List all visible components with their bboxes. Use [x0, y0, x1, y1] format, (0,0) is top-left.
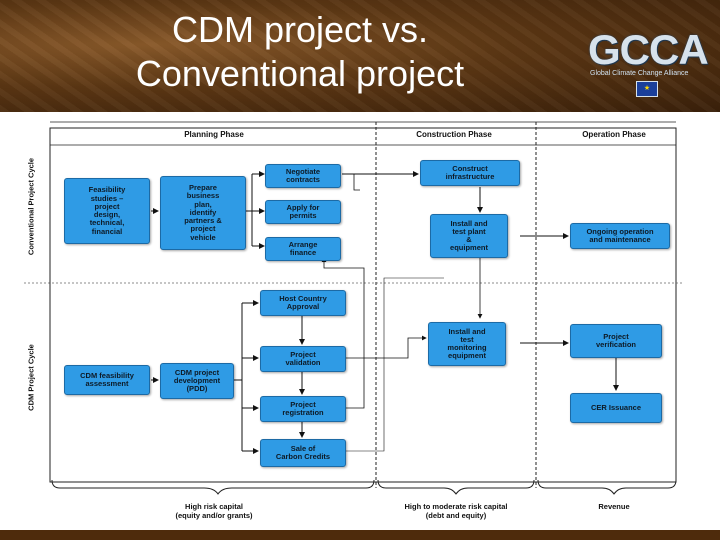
- phase-planning: Planning Phase: [184, 130, 244, 139]
- box-install-monitoring: Install and test monitoring equipment: [428, 322, 506, 366]
- box-ongoing-operation: Ongoing operation and maintenance: [570, 223, 670, 249]
- slide-title-line2: Conventional project: [135, 53, 465, 94]
- box-host-country-approval: Host Country Approval: [260, 290, 346, 316]
- box-project-registration: Project registration: [260, 396, 346, 422]
- box-install-test-plant: Install and test plant & equipment: [430, 214, 508, 258]
- box-apply-permits: Apply for permits: [265, 200, 341, 224]
- box-construct-infrastructure: Construct infrastructure: [420, 160, 520, 186]
- logo-text: GCCA: [588, 26, 709, 73]
- slide-footer-bar: [0, 530, 720, 540]
- diagram-lines: [24, 121, 684, 495]
- box-feasibility-studies: Feasibility studies – project design, te…: [64, 178, 150, 244]
- logo-subtitle: Global Climate Change Alliance: [590, 70, 689, 77]
- capital-moderate-risk: High to moderate risk capital (debt and …: [404, 502, 508, 521]
- box-negotiate-contracts: Negotiate contracts: [265, 164, 341, 188]
- cycle-conventional: Conventional Project Cycle: [26, 157, 36, 256]
- box-cdm-pdd: CDM project development (PDD): [160, 363, 234, 399]
- box-prepare-business-plan: Prepare business plan, identify partners…: [160, 176, 246, 250]
- box-arrange-finance: Arrange finance: [265, 237, 341, 261]
- box-sale-carbon-credits: Sale of Carbon Credits: [260, 439, 346, 467]
- capital-revenue: Revenue: [598, 502, 630, 511]
- capital-high-risk: High risk capital (equity and/or grants): [175, 502, 253, 521]
- phase-construction: Construction Phase: [416, 130, 492, 139]
- box-project-validation: Project validation: [260, 346, 346, 372]
- eu-flag-icon: ★: [636, 81, 658, 97]
- box-project-verification: Project verification: [570, 324, 662, 358]
- gcca-logo: GCCA Global Climate Change Alliance ★: [588, 26, 710, 102]
- project-cycle-diagram: Planning Phase Construction Phase Operat…: [24, 118, 684, 528]
- box-cer-issuance: CER Issuance: [570, 393, 662, 423]
- cycle-cdm: CDM Project Cycle: [26, 344, 36, 411]
- box-cdm-feasibility: CDM feasibility assessment: [64, 365, 150, 395]
- slide-title-line1: CDM project vs.: [171, 9, 429, 50]
- slide-header: [0, 0, 720, 112]
- phase-operation: Operation Phase: [582, 130, 646, 139]
